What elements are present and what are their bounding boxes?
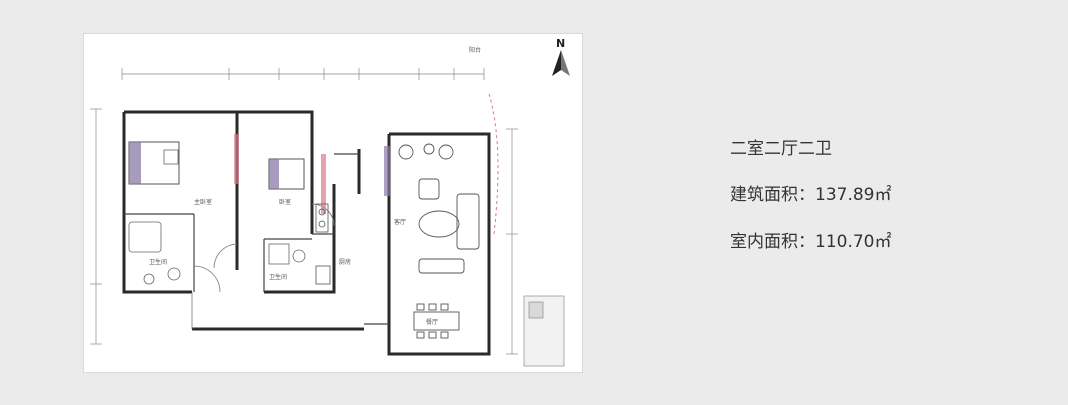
label-dining: 餐厅 xyxy=(426,318,438,326)
house-info: 二室二厅二卫 建筑面积：137.89㎡ 室内面积：110.70㎡ xyxy=(730,138,891,253)
dimension-line-right xyxy=(506,128,518,355)
doors xyxy=(191,203,335,329)
walls xyxy=(122,110,491,356)
compass-icon: N xyxy=(552,37,570,76)
label-bedroom: 卧室 xyxy=(279,198,291,206)
kitchen-fixtures xyxy=(315,203,331,285)
inner-area: 室内面积：110.70㎡ xyxy=(730,231,891,253)
closet-accent xyxy=(321,154,326,214)
bath2-fixtures xyxy=(268,243,306,265)
wardrobe-accent xyxy=(234,134,239,184)
inner-area-value: 110.70㎡ xyxy=(815,232,892,252)
living-furniture xyxy=(398,143,480,274)
label-bath2: 卫生间 xyxy=(269,273,287,281)
label-bath1: 卫生间 xyxy=(149,258,167,266)
label-master-bedroom: 主卧室 xyxy=(194,198,212,206)
master-bed xyxy=(128,141,180,185)
built-area: 建筑面积：137.89㎡ xyxy=(730,184,891,206)
layout-type: 二室二厅二卫 xyxy=(730,139,832,159)
built-area-label: 建筑面积： xyxy=(730,185,815,205)
dining-table xyxy=(413,303,460,339)
label-balcony: 阳台 xyxy=(469,46,481,54)
balcony-outline xyxy=(488,93,499,235)
compass-letter: N xyxy=(556,37,565,50)
bedroom-bed xyxy=(268,158,305,190)
label-kitchen: 厨房 xyxy=(339,258,351,266)
key-plan xyxy=(523,295,565,367)
floorplan-card: 主卧室 卧室 卫生间 卫生间 厨房 客厅 餐厅 阳台 N xyxy=(83,33,583,373)
window-accent xyxy=(384,146,390,196)
floorplan-drawing: 主卧室 卧室 卫生间 卫生间 厨房 客厅 餐厅 阳台 N xyxy=(90,37,570,367)
built-area-value: 137.89㎡ xyxy=(815,185,892,205)
inner-area-label: 室内面积： xyxy=(730,232,815,252)
dimension-line-top xyxy=(121,68,485,80)
label-living: 客厅 xyxy=(394,218,406,226)
dimension-line-left xyxy=(90,108,102,345)
bath1-fixtures xyxy=(128,221,181,285)
interior-walls xyxy=(124,153,389,325)
